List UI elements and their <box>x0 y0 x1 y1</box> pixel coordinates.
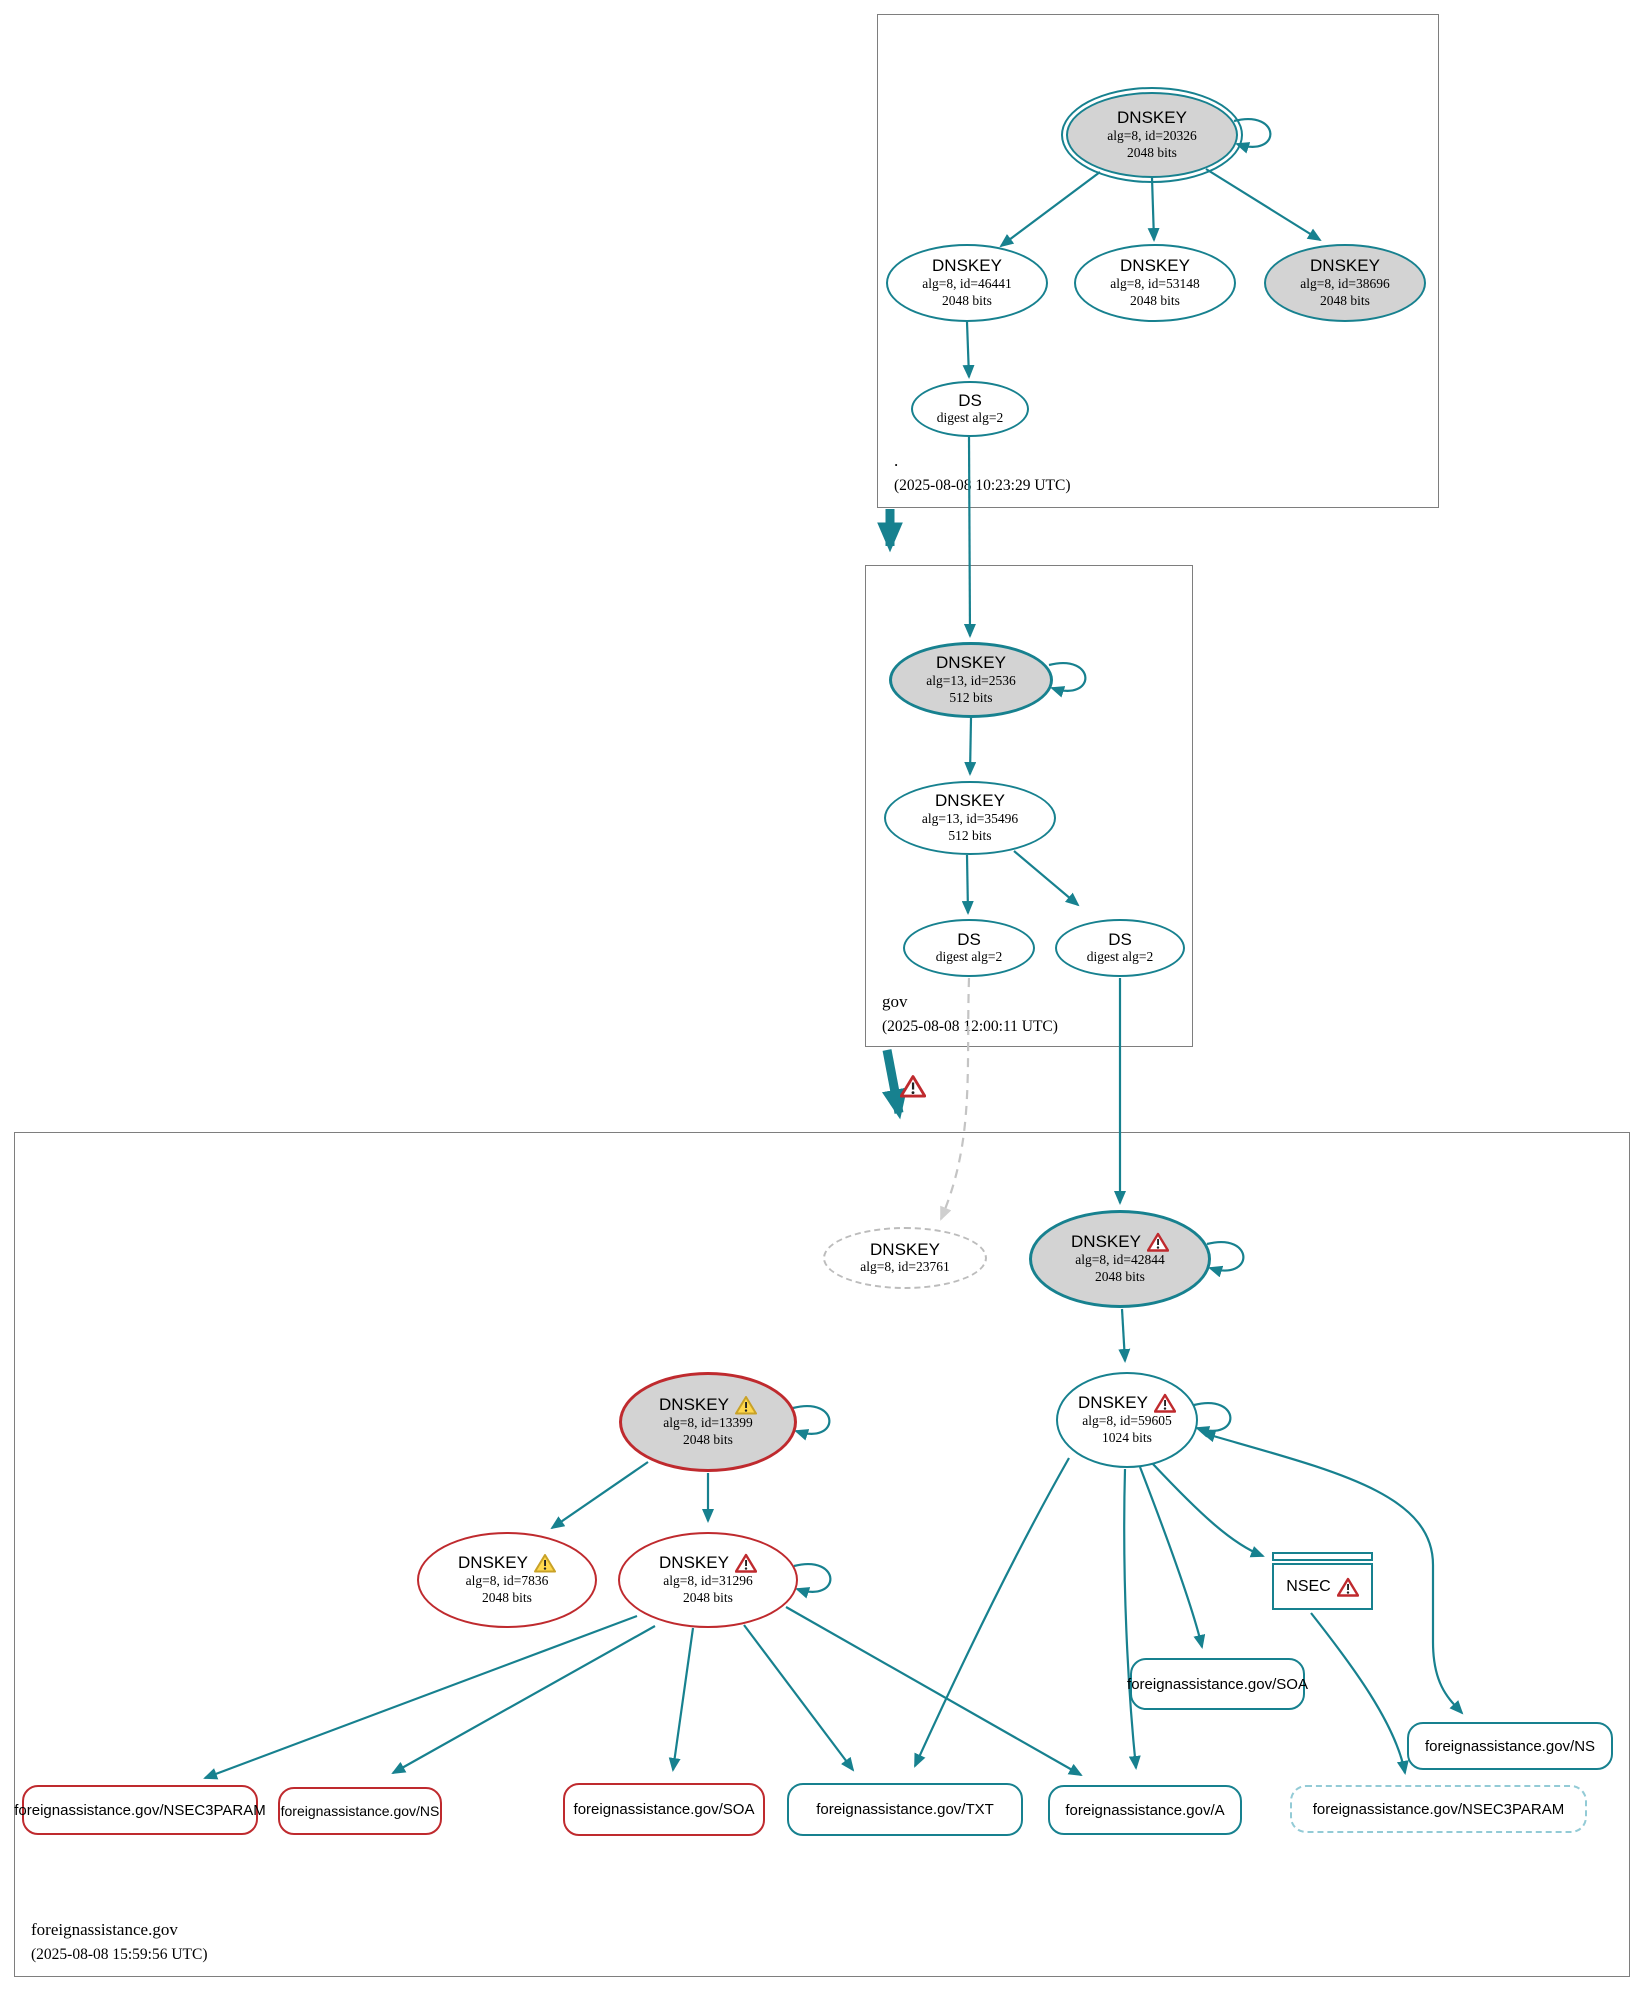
dnskey-bits: 1024 bits <box>1102 1430 1152 1445</box>
zone-name: foreignassistance.gov <box>31 1920 178 1939</box>
dnskey-node-20326[interactable]: DNSKEY alg=8, id=20326 2048 bits <box>1061 87 1243 183</box>
rrset-ns[interactable]: foreignassistance.gov/NS <box>1407 1722 1613 1770</box>
dnskey-alg-id: alg=8, id=31296 <box>663 1573 753 1589</box>
nsec-title: NSEC <box>1286 1577 1331 1595</box>
error-icon <box>1336 1577 1359 1597</box>
zone-box-foreignassistance: foreignassistance.gov (2025-08-08 15:59:… <box>14 1132 1630 1977</box>
error-icon <box>1146 1232 1169 1252</box>
rrset-label: foreignassistance.gov/SOA <box>573 1801 755 1818</box>
dnskey-alg-id: alg=8, id=59605 <box>1082 1413 1172 1429</box>
ds-digest: digest alg=2 <box>935 949 1003 965</box>
rrset-label: foreignassistance.gov/TXT <box>816 1801 994 1818</box>
ds-digest: digest alg=2 <box>936 410 1004 426</box>
rrset-label: foreignassistance.gov/A <box>1065 1801 1225 1819</box>
error-icon <box>1153 1393 1176 1413</box>
dnskey-alg-id: alg=13, id=2536 <box>926 672 1016 688</box>
ds-title: DS <box>1108 929 1132 949</box>
rrset-label: foreignassistance.gov/NSEC3PARAM <box>1312 1800 1565 1818</box>
dnskey-bits: 2048 bits <box>683 1590 733 1605</box>
rrset-label: foreignassistance.gov/NS <box>1424 1737 1596 1755</box>
zone-name: . <box>894 451 899 470</box>
nsec-stack-band <box>1272 1552 1373 1561</box>
dnskey-alg-id: alg=8, id=53148 <box>1110 275 1200 291</box>
rrset-ns-bogus[interactable]: foreignassistance.gov/NS <box>278 1787 442 1835</box>
rrset-nsec3param-bogus[interactable]: foreignassistance.gov/NSEC3PARAM <box>14 1785 266 1835</box>
rrset-nsec3param-negative[interactable]: foreignassistance.gov/NSEC3PARAM <box>1290 1785 1587 1833</box>
dnskey-alg-id: alg=8, id=7836 <box>465 1573 549 1589</box>
dnskey-title: DNSKEY <box>1310 256 1380 276</box>
zone-label-root: . (2025-08-08 10:23:29 UTC) <box>894 451 1071 495</box>
dnskey-title: DNSKEY <box>935 791 1005 811</box>
dnskey-title: DNSKEY <box>1078 1393 1148 1413</box>
dnskey-title: DNSKEY <box>659 1395 729 1415</box>
ds-title: DS <box>958 390 982 410</box>
rrset-txt[interactable]: foreignassistance.gov/TXT <box>787 1783 1023 1836</box>
delegation-error-icon <box>899 1074 927 1098</box>
dnskey-alg-id: alg=8, id=23761 <box>860 1259 950 1275</box>
dnskey-node-31296[interactable]: DNSKEY alg=8, id=31296 2048 bits <box>618 1532 798 1628</box>
dnskey-alg-id: alg=8, id=20326 <box>1107 127 1197 143</box>
dnskey-node-2536[interactable]: DNSKEY alg=13, id=2536 512 bits <box>889 642 1053 718</box>
dnskey-node-53148[interactable]: DNSKEY alg=8, id=53148 2048 bits <box>1074 244 1236 322</box>
dnskey-node-38696[interactable]: DNSKEY alg=8, id=38696 2048 bits <box>1264 244 1426 322</box>
dnskey-bits: 2048 bits <box>1127 144 1177 160</box>
dnskey-bits: 2048 bits <box>683 1432 733 1447</box>
dnskey-node-13399[interactable]: DNSKEY alg=8, id=13399 2048 bits <box>619 1372 797 1472</box>
ds-node-gov-2[interactable]: DS digest alg=2 <box>1055 919 1185 977</box>
dnskey-node-42844[interactable]: DNSKEY alg=8, id=42844 2048 bits <box>1029 1210 1211 1308</box>
dnskey-alg-id: alg=8, id=13399 <box>663 1415 753 1431</box>
dnskey-alg-id: alg=8, id=46441 <box>922 275 1012 291</box>
dnskey-title: DNSKEY <box>1120 256 1190 276</box>
dnskey-bits: 512 bits <box>948 827 992 843</box>
rrset-label: foreignassistance.gov/SOA <box>1127 1675 1308 1693</box>
dnskey-title: DNSKEY <box>1117 108 1187 128</box>
dnskey-title: DNSKEY <box>870 1239 940 1259</box>
dnskey-bits: 2048 bits <box>482 1590 532 1605</box>
dnskey-bits: 512 bits <box>949 689 993 705</box>
ds-digest: digest alg=2 <box>1086 949 1154 965</box>
rrset-soa[interactable]: foreignassistance.gov/SOA <box>1127 1658 1308 1710</box>
dnskey-bits: 2048 bits <box>942 292 992 308</box>
dnskey-bits: 2048 bits <box>1130 292 1180 308</box>
dnskey-bits: 2048 bits <box>1320 292 1370 308</box>
zone-name: gov <box>882 992 908 1011</box>
zone-timestamp: (2025-08-08 12:00:11 UTC) <box>882 1018 1058 1035</box>
ds-node-gov-1[interactable]: DS digest alg=2 <box>903 919 1035 977</box>
zone-label-foreignassistance: foreignassistance.gov (2025-08-08 15:59:… <box>31 1920 208 1964</box>
warning-icon <box>533 1553 556 1573</box>
dnskey-title: DNSKEY <box>932 256 1002 276</box>
dnskey-node-23761-missing[interactable]: DNSKEY alg=8, id=23761 <box>823 1227 987 1289</box>
dnskey-node-46441[interactable]: DNSKEY alg=8, id=46441 2048 bits <box>886 244 1048 322</box>
dnskey-alg-id: alg=8, id=38696 <box>1300 275 1390 291</box>
dnskey-node-7836[interactable]: DNSKEY alg=8, id=7836 2048 bits <box>417 1532 597 1628</box>
rrset-label: foreignassistance.gov/NSEC3PARAM <box>14 1801 266 1819</box>
nsec-node[interactable]: NSEC <box>1272 1552 1373 1610</box>
zone-timestamp: (2025-08-08 10:23:29 UTC) <box>894 477 1071 494</box>
rrset-soa-bogus[interactable]: foreignassistance.gov/SOA <box>563 1783 765 1836</box>
ds-node-root[interactable]: DS digest alg=2 <box>911 381 1029 437</box>
zone-timestamp: (2025-08-08 15:59:56 UTC) <box>31 1946 208 1963</box>
rrset-label: foreignassistance.gov/NS <box>280 1803 440 1819</box>
dnskey-node-59605[interactable]: DNSKEY alg=8, id=59605 1024 bits <box>1056 1372 1198 1468</box>
dnskey-bits: 2048 bits <box>1095 1269 1145 1284</box>
warning-icon <box>734 1395 757 1415</box>
error-icon <box>734 1553 757 1573</box>
dnskey-title: DNSKEY <box>458 1553 528 1573</box>
dnskey-alg-id: alg=13, id=35496 <box>921 810 1019 826</box>
dnskey-title: DNSKEY <box>936 653 1006 673</box>
zone-label-gov: gov (2025-08-08 12:00:11 UTC) <box>882 992 1058 1036</box>
ds-title: DS <box>957 929 981 949</box>
dnskey-title: DNSKEY <box>659 1553 729 1573</box>
dnskey-title: DNSKEY <box>1071 1232 1141 1252</box>
dnskey-alg-id: alg=8, id=42844 <box>1075 1252 1165 1268</box>
dnskey-node-35496[interactable]: DNSKEY alg=13, id=35496 512 bits <box>884 781 1056 855</box>
rrset-a[interactable]: foreignassistance.gov/A <box>1048 1785 1242 1835</box>
